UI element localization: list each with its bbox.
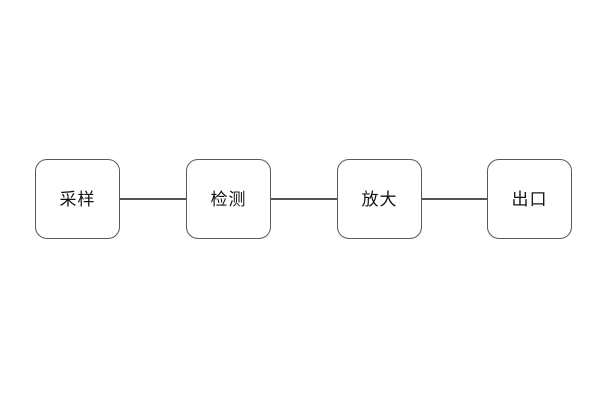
flow-node-outlet: 出口 [487, 159, 572, 239]
flow-node-amplification: 放大 [337, 159, 422, 239]
flow-node-sampling-label: 采样 [59, 189, 96, 209]
connector-amplification-outlet [422, 198, 487, 200]
connector-detection-amplification [271, 198, 337, 200]
flow-node-amplification-label: 放大 [361, 189, 398, 209]
flow-node-detection-label: 检测 [210, 189, 247, 209]
connector-sampling-detection [120, 198, 186, 200]
flow-node-sampling: 采样 [35, 159, 120, 239]
flow-node-detection: 检测 [186, 159, 271, 239]
flow-node-outlet-label: 出口 [511, 189, 548, 209]
